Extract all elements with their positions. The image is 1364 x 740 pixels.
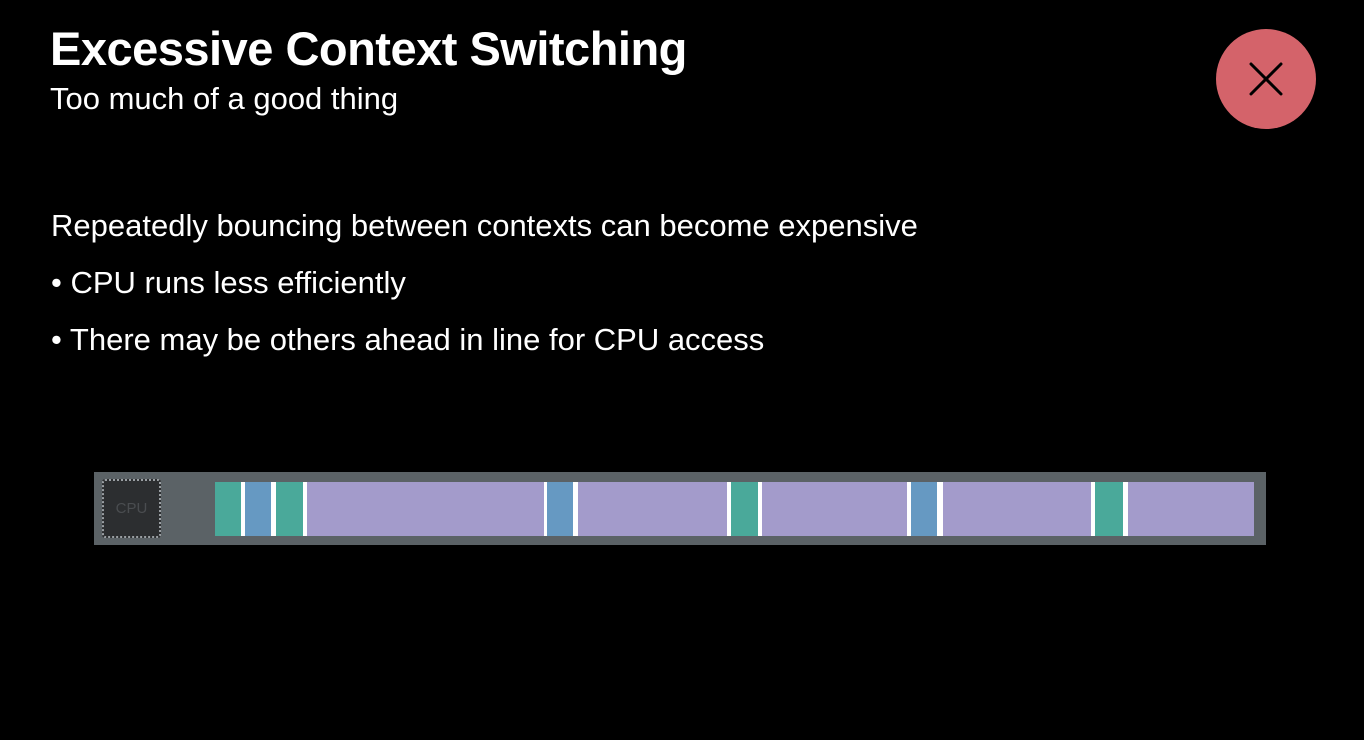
cpu-chip-icon: CPU: [102, 479, 161, 538]
close-badge: [1216, 29, 1316, 129]
bullet-cpu-access: • There may be others ahead in line for …: [51, 322, 765, 357]
timeline-segment-purple: [307, 482, 544, 536]
cpu-chip-label: CPU: [115, 500, 148, 517]
bullet-cpu-efficiency: • CPU runs less efficiently: [51, 265, 406, 300]
cpu-timeline: [215, 482, 1254, 536]
close-icon: [1249, 62, 1283, 96]
timeline-segment-purple: [1128, 482, 1254, 536]
timeline-segment-green: [731, 482, 758, 536]
timeline-segment-purple: [578, 482, 727, 536]
slide-subtitle: Too much of a good thing: [50, 81, 399, 116]
timeline-segment-purple: [762, 482, 907, 536]
timeline-segment-green: [1095, 482, 1123, 536]
timeline-segment-blue: [547, 482, 573, 536]
timeline-segment-blue: [911, 482, 937, 536]
timeline-segment-green: [276, 482, 303, 536]
timeline-segment-blue: [245, 482, 271, 536]
body-text-intro: Repeatedly bouncing between contexts can…: [51, 208, 918, 243]
timeline-segment-green: [215, 482, 241, 536]
slide-title: Excessive Context Switching: [50, 22, 687, 75]
timeline-segment-purple: [943, 482, 1091, 536]
